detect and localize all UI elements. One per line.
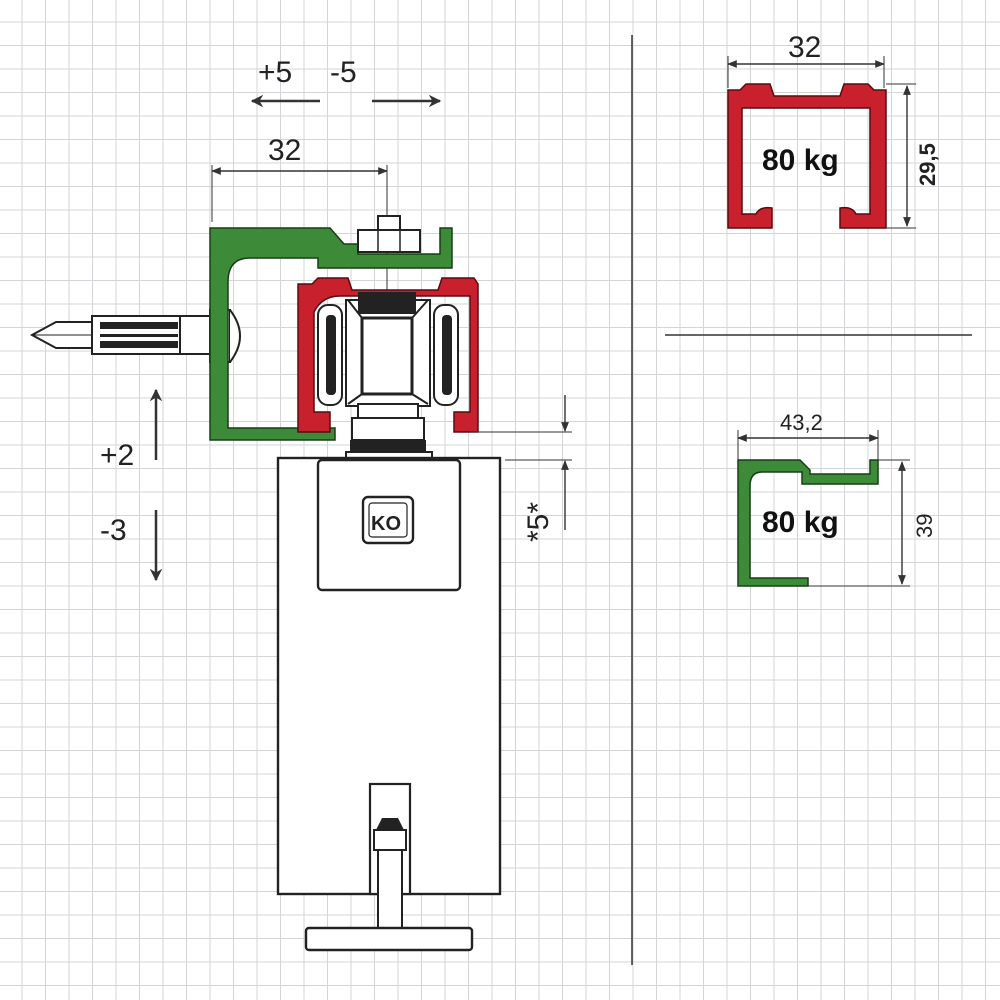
top-screw (357, 215, 421, 253)
green-profile-load-label: 80 kg (762, 506, 839, 539)
adjust-minus5-label: -5 (330, 56, 357, 89)
red-profile-width-label: 32 (788, 31, 821, 64)
green-profile-height-label: 39 (912, 514, 937, 538)
adjust-plus5-label: +5 (258, 56, 292, 89)
green-profile-shape (737, 459, 879, 587)
green-profile-width-label: 43,2 (780, 410, 823, 435)
floor-guide (304, 782, 474, 952)
red-track (297, 277, 479, 433)
green-wall-bracket (209, 227, 453, 441)
red-profile-detail: 32 80 kg 29,5 (727, 31, 940, 229)
red-profile-load-label: 80 kg (762, 144, 839, 177)
green-profile-detail: 43,2 80 kg 39 (737, 410, 937, 587)
red-profile-shape (727, 83, 887, 229)
logo-text: KO (371, 513, 401, 535)
trolley-carriage (317, 292, 459, 463)
red-profile-height-label: 29,5 (915, 143, 940, 186)
gap-dimension-label: *5* (522, 502, 555, 542)
offset-dimension-label: 32 (268, 134, 301, 167)
adjust-minus3-label: -3 (100, 514, 127, 547)
wall-anchor (29, 309, 241, 363)
main-assembly: +5 -5 32 +2 -3 (29, 56, 572, 952)
brand-logo: KO (361, 495, 415, 545)
adjust-plus2-label: +2 (100, 439, 134, 472)
